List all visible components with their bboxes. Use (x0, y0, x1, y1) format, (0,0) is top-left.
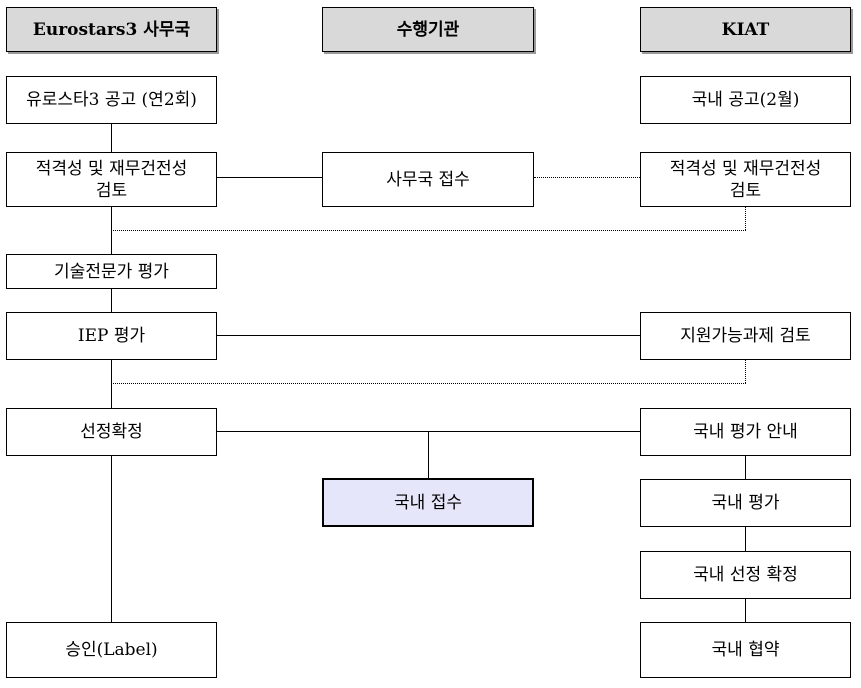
connector-to-domestic-receipt (428, 431, 429, 479)
header-label: KIAT (721, 19, 770, 40)
connector-right-vertical (745, 455, 746, 625)
header-label: 수행기관 (396, 19, 460, 40)
node-eurostars-announcement: 유로스타3 공고 (연2회) (6, 76, 217, 124)
connector-kiat-feedback-dotted-1 (745, 207, 746, 230)
node-label: 유로스타3 공고 (연2회) (26, 90, 197, 110)
node-label: 기술전문가 평가 (54, 261, 169, 282)
node-eligibility-review-left: 적격성 및 재무건전성 검토 (6, 152, 217, 207)
header-kiat: KIAT (640, 7, 851, 52)
node-support-review: 지원가능과제 검토 (640, 312, 851, 360)
node-domestic-evaluation: 국내 평가 (640, 479, 851, 527)
header-label: Eurostars3 사무국 (32, 19, 191, 40)
connector-receipt-to-kiat-dotted (534, 177, 640, 178)
node-secretariat-receipt: 사무국 접수 (322, 152, 534, 207)
node-label: 적격성 및 재무건전성 검토 (35, 158, 188, 201)
node-label: 국내 협약 (711, 640, 780, 660)
node-label: 국내 선정 확정 (693, 565, 798, 585)
node-approval-label: 승인(Label) (6, 622, 217, 678)
node-evaluation-notice: 국내 평가 안내 (640, 408, 851, 456)
node-label: 선정확정 (80, 422, 143, 442)
node-label: IEP 평가 (77, 326, 146, 346)
connector-feedback-dotted-1 (111, 230, 746, 231)
node-domestic-agreement: 국내 협약 (640, 622, 851, 678)
header-executing-agency: 수행기관 (322, 7, 534, 52)
node-label: 적격성 및 재무건전성 검토 (669, 158, 822, 201)
node-label: 지원가능과제 검토 (680, 326, 811, 346)
connector-iep-to-support-review (217, 335, 640, 336)
node-label: 사무국 접수 (386, 169, 470, 190)
node-iep-evaluation: IEP 평가 (6, 312, 217, 360)
node-label: 국내 접수 (394, 492, 462, 513)
node-label: 승인(Label) (65, 640, 158, 660)
header-eurostars-secretariat: Eurostars3 사무국 (6, 7, 217, 52)
node-domestic-announcement: 국내 공고(2월) (640, 76, 851, 124)
node-label: 국내 평가 (711, 493, 780, 513)
node-label: 국내 공고(2월) (691, 90, 800, 110)
connector-left-vertical (111, 123, 112, 623)
node-domestic-receipt: 국내 접수 (322, 478, 534, 527)
node-eligibility-review-right: 적격성 및 재무건전성 검토 (640, 152, 851, 207)
connector-eligibility-to-receipt (217, 177, 323, 178)
node-selection-confirmed: 선정확정 (6, 408, 217, 456)
node-domestic-selection: 국내 선정 확정 (640, 551, 851, 599)
node-expert-evaluation: 기술전문가 평가 (6, 254, 217, 289)
connector-feedback-dotted-2 (111, 383, 746, 384)
node-label: 국내 평가 안내 (693, 422, 798, 442)
connector-kiat-feedback-dotted-2 (745, 360, 746, 383)
